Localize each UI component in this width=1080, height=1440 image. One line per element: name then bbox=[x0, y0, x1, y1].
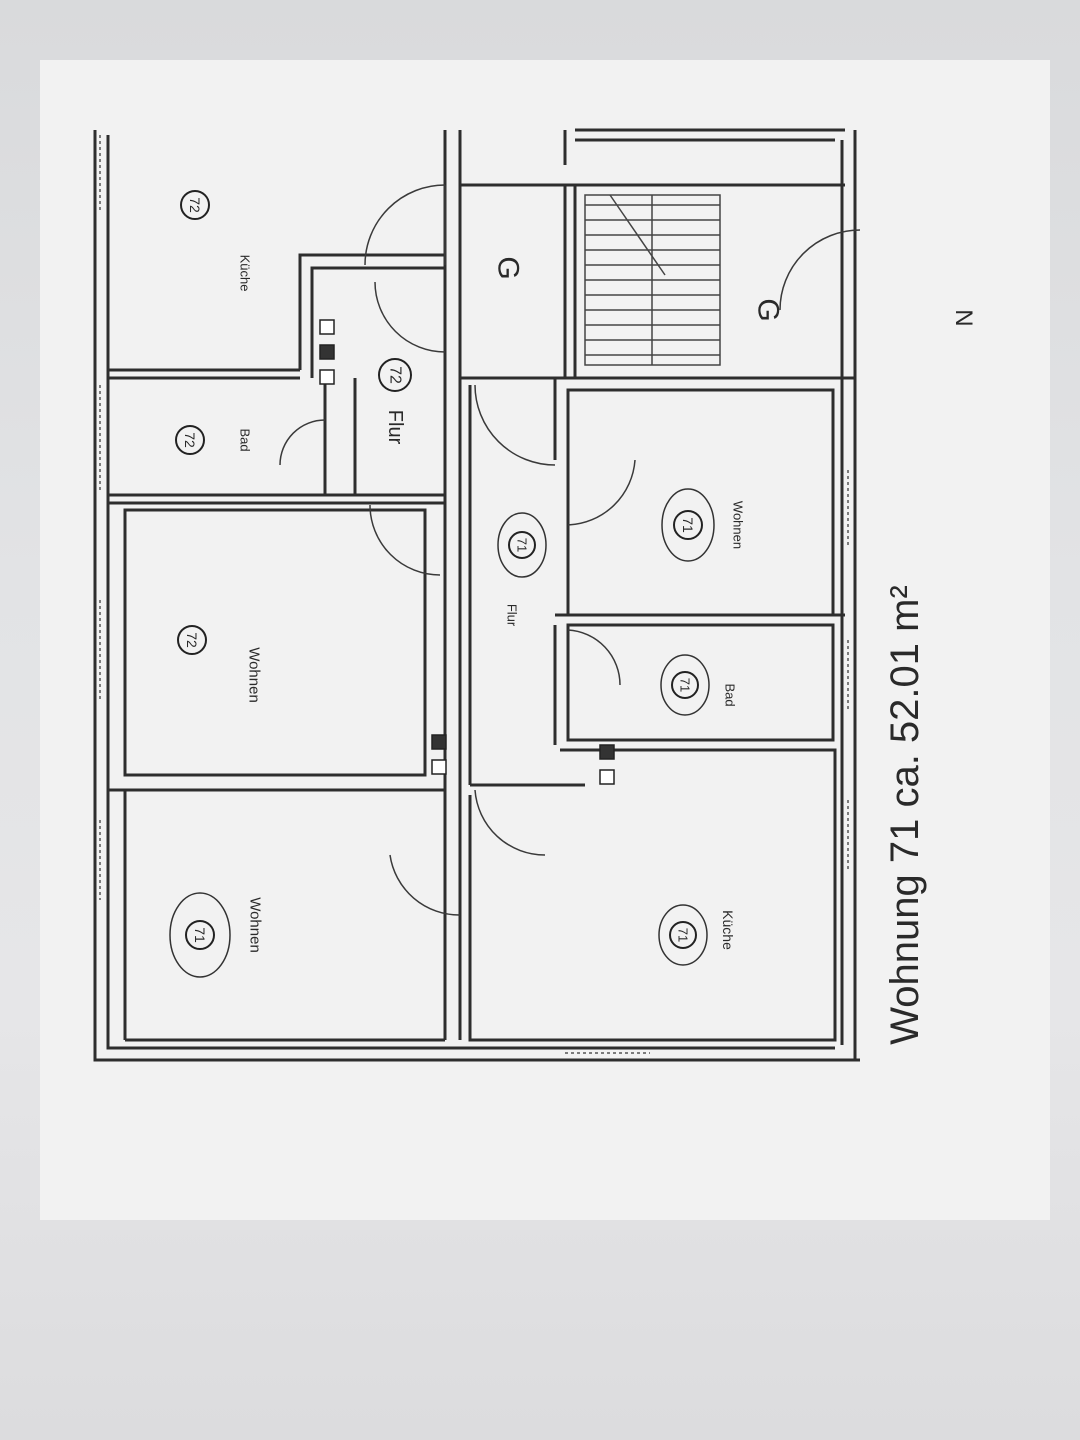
room-name: Wohnen bbox=[247, 897, 264, 953]
door-swings bbox=[279, 184, 861, 916]
hand-drawn-mark bbox=[661, 488, 715, 562]
unit-number: 71 bbox=[515, 538, 530, 552]
unit-marker-71 bbox=[669, 921, 697, 949]
unit-number: 71 bbox=[678, 678, 693, 692]
unit-marker-71 bbox=[508, 531, 536, 559]
unit-number: 72 bbox=[187, 197, 203, 213]
unit-marker-72 bbox=[175, 425, 205, 455]
room-wohnen-71a: 71 Wohnen bbox=[169, 892, 264, 978]
hand-drawn-mark bbox=[169, 892, 231, 978]
unit-number: 72 bbox=[182, 432, 198, 448]
hand-drawn-mark bbox=[658, 904, 708, 966]
room-wohnen-71b: 71 Wohnen bbox=[661, 488, 746, 562]
apartment-caption: Wohnung 71 ca. 52.01 m² bbox=[883, 585, 927, 1045]
room-name: Wohnen bbox=[731, 501, 746, 549]
room-bad-72: 72 Bad bbox=[175, 425, 253, 455]
unit-marker-71 bbox=[673, 510, 703, 540]
unit-marker-72 bbox=[177, 625, 207, 655]
sheet-mark: N bbox=[952, 309, 979, 326]
unit-number: 71 bbox=[676, 928, 691, 942]
room-name: Wohnen bbox=[246, 647, 263, 703]
room-kueche-72: 72 Küche bbox=[180, 190, 253, 292]
chimneys bbox=[319, 319, 615, 785]
room-kueche-71: 71 Küche bbox=[658, 904, 736, 966]
hand-drawn-mark bbox=[497, 512, 547, 578]
unit-number: 71 bbox=[680, 517, 696, 533]
room-flur-71: 71 Flur bbox=[497, 512, 547, 627]
paper-sheet bbox=[40, 60, 1050, 1220]
room-name: Küche bbox=[238, 255, 253, 292]
unit-marker-71 bbox=[671, 671, 699, 699]
room-name: Flur bbox=[384, 410, 406, 445]
hand-drawn-mark bbox=[660, 654, 710, 716]
unit-marker-71 bbox=[185, 920, 215, 950]
room-name: Flur bbox=[505, 604, 520, 627]
unit-marker-72 bbox=[180, 190, 210, 220]
stairwell-label-upper: G bbox=[492, 256, 525, 279]
unit-marker-72 bbox=[378, 358, 412, 392]
stairwell-label-lower: G bbox=[752, 298, 785, 321]
room-name: Küche bbox=[720, 910, 736, 950]
room-bad-71: 71 Bad bbox=[660, 654, 738, 716]
room-name: Bad bbox=[238, 428, 253, 451]
unit-number: 71 bbox=[192, 927, 208, 943]
room-wohnen-72: 72 Wohnen bbox=[177, 625, 263, 703]
staircase bbox=[584, 194, 721, 366]
unit-number: 72 bbox=[184, 632, 200, 648]
room-flur-72: 72 Flur bbox=[378, 358, 412, 445]
unit-number: 72 bbox=[387, 366, 404, 384]
window-marks bbox=[99, 135, 849, 1054]
walls bbox=[93, 128, 860, 1062]
room-name: Bad bbox=[723, 683, 738, 706]
